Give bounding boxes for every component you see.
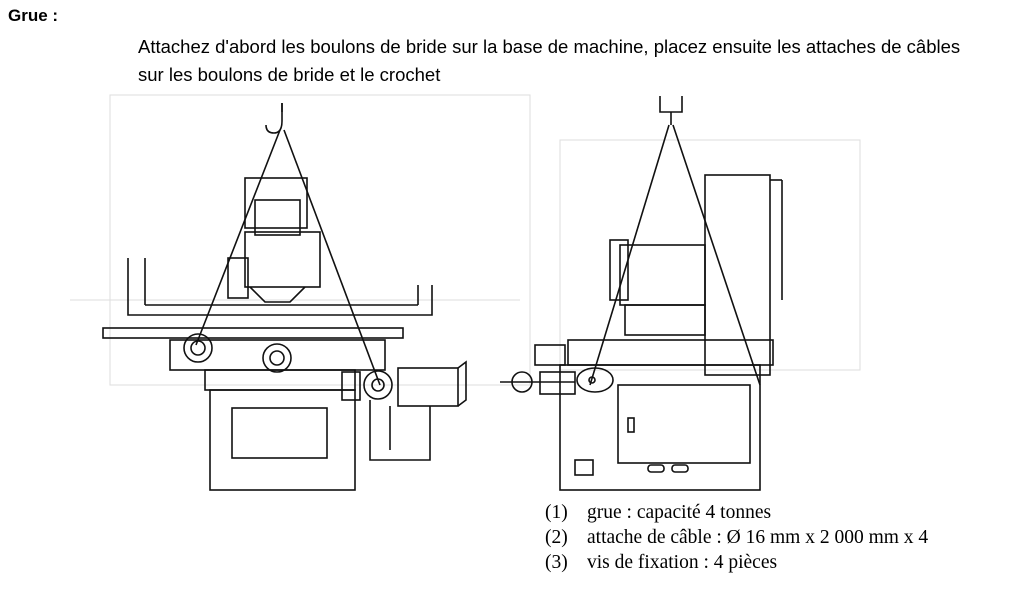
cable xyxy=(672,124,761,386)
handwheel-icon xyxy=(262,343,292,373)
legend-number: (2) xyxy=(545,527,568,548)
legend-text: vis de fixation : 4 pièces xyxy=(587,552,778,573)
cable xyxy=(195,129,281,346)
intro-paragraph: Attachez d'abord les boulons de bride su… xyxy=(138,36,961,85)
legend-text: grue : capacité 4 tonnes xyxy=(587,502,772,523)
faint-background-lines xyxy=(70,94,861,386)
hook-icon xyxy=(659,96,683,113)
legend-number: (3) xyxy=(545,552,568,573)
legend-item: (1) grue : capacité 4 tonnes xyxy=(545,500,928,525)
legend-item: (2) attache de câble : Ø 16 mm x 2 000 mm… xyxy=(545,525,928,550)
side-view-machine xyxy=(500,96,783,491)
front-view-machine xyxy=(102,103,467,491)
cable xyxy=(283,129,381,386)
legend-text: attache de câble : Ø 16 mm x 2 000 mm x … xyxy=(587,527,929,548)
legend-item: (3) vis de fixation : 4 pièces xyxy=(545,550,928,575)
handwheel-icon xyxy=(183,333,213,363)
hook-icon xyxy=(265,103,283,134)
parts-legend: (1) grue : capacité 4 tonnes (2) attache d… xyxy=(545,500,928,575)
cable xyxy=(589,124,670,386)
crane-lifting-diagram xyxy=(70,94,861,491)
handwheel-icon xyxy=(363,370,393,400)
section-heading: Grue : xyxy=(8,6,59,25)
legend-number: (1) xyxy=(545,502,568,523)
